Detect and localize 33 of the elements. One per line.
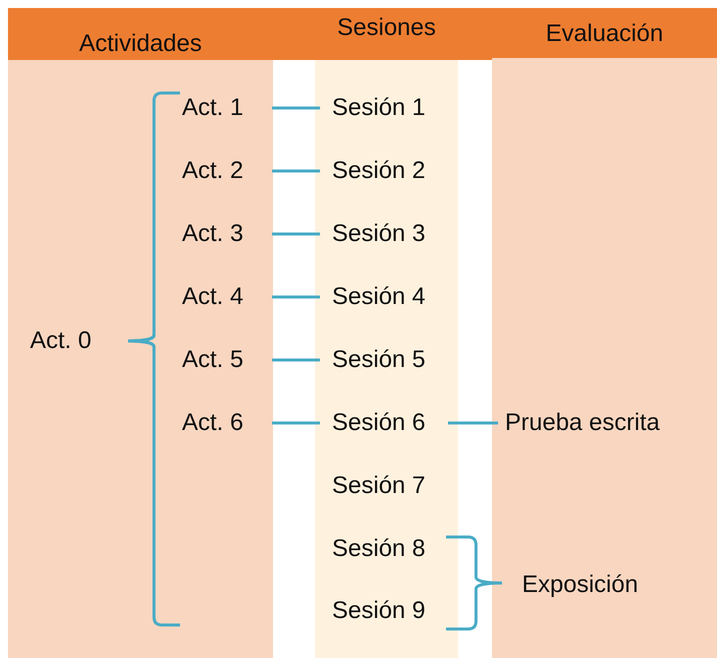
activity-label: Act. 6: [152, 403, 272, 443]
activity-label: Act. 1: [152, 88, 272, 128]
session-label: Sesión 1: [320, 88, 448, 128]
session-label: Sesión 6: [320, 403, 448, 443]
activity-label: Act. 2: [152, 151, 272, 191]
connector-line: [272, 232, 320, 236]
session-label: Sesión 8: [320, 529, 448, 569]
activity-label: Act. 3: [152, 214, 272, 254]
bracket-line: [446, 582, 502, 630]
column-band: [492, 8, 717, 658]
evaluation-label: Exposición: [500, 565, 670, 605]
session-label: Sesión 5: [320, 340, 448, 380]
column-band: [315, 8, 458, 658]
session-label: Sesión 3: [320, 214, 448, 254]
column-band: [8, 8, 273, 658]
column-heading: Actividades: [78, 30, 203, 58]
column-heading: Evaluación: [544, 20, 664, 48]
session-label: Sesión 9: [320, 591, 448, 631]
session-label: Sesión 7: [320, 466, 448, 506]
bracket-line: [128, 340, 156, 423]
activity-label: Act. 0: [30, 321, 130, 361]
connector-line: [272, 106, 320, 110]
connector-line: [448, 422, 498, 424]
column-heading: Sesiones: [336, 14, 437, 42]
connector-line: [272, 170, 320, 172]
evaluation-label: Prueba escrita: [498, 403, 708, 443]
activity-label: Act. 5: [152, 340, 272, 380]
activity-label: Act. 4: [152, 277, 272, 317]
session-label: Sesión 2: [320, 151, 448, 191]
connector-line: [272, 358, 320, 362]
connector-line: [272, 422, 320, 424]
session-label: Sesión 4: [320, 277, 448, 317]
connector-line: [272, 296, 320, 298]
